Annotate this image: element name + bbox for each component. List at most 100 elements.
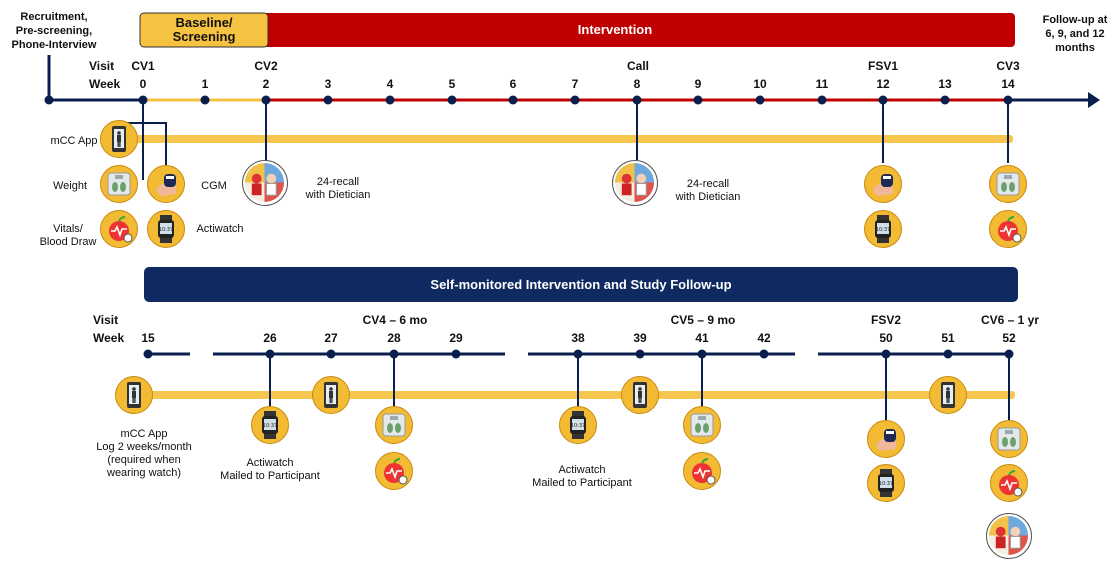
heart-apple-icon [692, 458, 716, 485]
heart-apple-icon [109, 216, 133, 243]
scale-icon [997, 427, 1021, 451]
week-3: 3 [324, 77, 332, 91]
watch-icon: 10:37 [878, 469, 894, 497]
watch-icon: 10:37 [262, 411, 278, 439]
week-1: 1 [201, 77, 209, 91]
app-usage-band [135, 135, 1013, 143]
icon-dietician-cv2 [242, 160, 288, 206]
watch-icon: 10:37 [158, 215, 174, 243]
cgm-icon [873, 174, 893, 196]
week-28: 28 [387, 331, 401, 345]
week-marker-41 [697, 349, 707, 359]
visit-cv5: CV5 – 9 mo [670, 313, 736, 327]
week-7: 7 [571, 77, 579, 91]
icon-mcc-app-39 [621, 376, 659, 414]
icon-vitals-top [100, 210, 138, 248]
week-marker-38 [573, 349, 583, 359]
scale-icon [690, 413, 714, 437]
visit-fsv2: FSV2 [870, 313, 901, 327]
week-marker-39 [635, 349, 645, 359]
week-5: 5 [448, 77, 456, 91]
visit-cv3: CV3 [996, 59, 1020, 73]
week-26: 26 [263, 331, 277, 345]
icon-weight-52 [990, 420, 1028, 458]
week-27: 27 [324, 331, 338, 345]
icon-cgm-50 [867, 420, 905, 458]
week-50: 50 [879, 331, 893, 345]
visit-cv1: CV1 [131, 59, 155, 73]
icon-mcc-app-51 [929, 376, 967, 414]
icon-dietician-call [612, 160, 658, 206]
self-monitored-bar [144, 267, 1018, 302]
icon-actiwatch-50: 10:37 [867, 464, 905, 502]
visit-cv4: CV4 – 6 mo [362, 313, 428, 327]
icon-weight-28 [375, 406, 413, 444]
week-12: 12 [876, 77, 890, 91]
svg-text:10:37: 10:37 [571, 423, 585, 429]
week-29: 29 [449, 331, 463, 345]
scale-icon [107, 172, 131, 196]
week-marker-28 [389, 349, 399, 359]
week-8: 8 [633, 77, 641, 91]
week-marker-3 [323, 95, 333, 105]
dietician-icon [244, 162, 285, 203]
timeline-arrowhead [1088, 92, 1100, 108]
phone-icon [127, 382, 141, 408]
icon-actiwatch-fsv1: 10:37 [864, 210, 902, 248]
week-10: 10 [753, 77, 767, 91]
icon-weight-cv3 [989, 165, 1027, 203]
week-marker-27 [326, 349, 336, 359]
icon-actiwatch-38: 10:37 [559, 406, 597, 444]
label-mcc-app: mCC App [50, 135, 98, 147]
visit-row-label-bottom: Visit [93, 313, 119, 327]
intervention-label: Intervention [577, 22, 653, 37]
intervention-bar [140, 13, 1015, 47]
icon-actiwatch-top: 10:37 [147, 210, 185, 248]
svg-text:10:37: 10:37 [263, 423, 277, 429]
week-14: 14 [1001, 77, 1015, 91]
label-cgm: CGM [201, 180, 227, 192]
icon-vitals-41 [683, 452, 721, 490]
icon-weight-41 [683, 406, 721, 444]
icon-actiwatch-26: 10:37 [251, 406, 289, 444]
week-2: 2 [262, 77, 270, 91]
week-0: 0 [139, 77, 147, 91]
week-42: 42 [757, 331, 771, 345]
cgm-icon [876, 429, 896, 451]
week-6: 6 [509, 77, 517, 91]
week-marker-6 [508, 95, 518, 105]
week-39: 39 [633, 331, 647, 345]
heart-apple-icon [384, 458, 408, 485]
heart-apple-icon [998, 216, 1022, 243]
week-marker-12 [878, 95, 888, 105]
week-41: 41 [695, 331, 709, 345]
week-marker-8 [632, 95, 642, 105]
week-markers-bottom [143, 349, 1014, 359]
icon-vitals-cv3 [989, 210, 1027, 248]
visit-fsv1: FSV1 [867, 59, 898, 73]
week-4: 4 [386, 77, 394, 91]
icon-mcc-app-top [100, 120, 138, 158]
phone-icon [324, 382, 338, 408]
baseline-label: Baseline/ Screening [172, 15, 236, 44]
week-marker-5 [447, 95, 457, 105]
scale-icon [996, 172, 1020, 196]
week-markers-top [44, 95, 1013, 105]
svg-text:10:37: 10:37 [876, 227, 890, 233]
pre-phase-label: Recruitment, Pre-screening, Phone-Interv… [11, 11, 97, 51]
recruitment-marker [44, 95, 54, 105]
svg-text:10:37: 10:37 [879, 481, 893, 487]
label-actiwatch-mailed-2: Actiwatch Mailed to Participant [532, 464, 632, 489]
week-marker-10 [755, 95, 765, 105]
week-marker-7 [570, 95, 580, 105]
week-marker-26 [265, 349, 275, 359]
week-marker-15 [143, 349, 153, 359]
week-52: 52 [1002, 331, 1016, 345]
watch-icon: 10:37 [875, 215, 891, 243]
visit-call: Call [626, 59, 649, 73]
cgm-icon [156, 174, 176, 196]
week-9: 9 [694, 77, 702, 91]
label-recall-call: 24-recall with Dietician [675, 178, 741, 203]
